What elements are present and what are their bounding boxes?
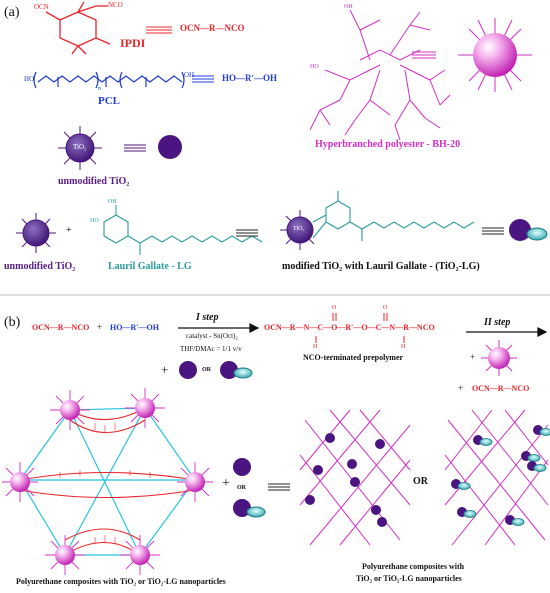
panel-a-label: (a) (4, 5, 20, 20)
modified-tio2-label: modified TiO₂ with Lauril Gallate - (TiO… (282, 261, 480, 272)
ipdi-name: IPDI (120, 36, 146, 50)
composite-caption-1: Polyurethane composites with (362, 562, 465, 571)
tio2-core-label: TiO₂ (73, 143, 87, 151)
lg-ho: HO (90, 218, 99, 224)
network-node (135, 398, 155, 418)
step2-label: II step (484, 317, 511, 328)
network-node (130, 545, 150, 565)
composite-grid-tio2 (299, 409, 411, 546)
plus-particles (233, 458, 266, 518)
step1-tio2-icon (179, 361, 197, 379)
pcl-formula: HO—Rʹ—OH (222, 73, 278, 83)
ipdi-nco-top: OCN (34, 3, 49, 11)
panel-b-label: (b) (4, 315, 21, 330)
row4-plus: + (66, 225, 72, 236)
modified-tio2-lg-particle-icon (509, 219, 548, 241)
pcl-name: PCL (98, 95, 120, 107)
hbp-ho-label: HO (310, 64, 319, 70)
step2-plus-2: + (458, 383, 464, 393)
step1-catalyst: catalyst - Sn(Oct)₂ (186, 332, 238, 340)
composite-caption-2: TiO₂ or TiO₂-LG nanoparticles (356, 574, 462, 583)
pcl-ho: HO (24, 75, 35, 83)
unmodified-tio2-label: unmodified TiO₂ (58, 176, 130, 187)
step2-arrow (466, 327, 548, 337)
plus-1: + (97, 322, 103, 332)
step1-arrow (178, 323, 260, 333)
ipdi-formula: OCN—R—NCO (180, 23, 245, 33)
step2-ncor: OCN—R—NCO (472, 384, 530, 393)
step1-solvent: THF/DMAc = 1/1 v/v (180, 345, 242, 353)
mod-tio2-core-label: TiO₂ (293, 226, 305, 232)
step1-or: OR (202, 367, 211, 373)
hyperbranched-polyester-structure (309, 9, 451, 141)
prepolymer-o1: O (332, 305, 337, 311)
network-node (10, 472, 30, 492)
prepolymer-formula: OCN—R—N—C—O—Rʹ—O—C—N—R—NCO (264, 323, 435, 332)
composites-or: OR (413, 476, 428, 487)
hbp-oh-label: OH (344, 4, 353, 10)
pcl-structure (33, 71, 185, 89)
prepolymer-h1: H (313, 344, 318, 350)
pcl-n: n (98, 86, 101, 92)
pcl-oh: OH (184, 71, 195, 79)
lauril-gallate-label: Lauril Gallate - LG (108, 261, 192, 272)
step1-label: I step (196, 312, 219, 323)
modified-tio2-structure (280, 210, 315, 250)
diol-formula: HO—Rʹ—OH (110, 323, 159, 332)
diisocyanate-formula: OCN—R—NCO (32, 323, 90, 332)
composite-grid-tio2-lg (444, 409, 550, 546)
network-caption: Polyurethane composites with TiO₂ or TiO… (16, 577, 226, 586)
lauril-gallate-structure (103, 214, 263, 255)
network-or-small: OR (237, 485, 246, 491)
ipdi-structure (45, 1, 111, 55)
step1-tio2-lg-icon (220, 361, 253, 379)
step2-plus-1: + (470, 352, 476, 362)
prepolymer-h2: H (401, 344, 406, 350)
pu-network-scheme (2, 388, 213, 575)
tio2-oh-structure-2 (16, 213, 56, 253)
lg-oh: OH (108, 199, 117, 205)
step2-hbp-sphere-icon (481, 340, 517, 376)
network-node (60, 400, 80, 420)
prepolymer-o2: O (383, 305, 388, 311)
ipdi-nco-right: NCO (108, 1, 123, 9)
prepolymer-name: NCO-terminated prepolymer (303, 353, 404, 362)
unmodified-tio2-label-2: unmodified TiO₂ (4, 261, 76, 272)
hbp-nanosphere-icon (458, 18, 532, 92)
network-node (185, 472, 205, 492)
tio2-oh-structure (58, 126, 102, 170)
network-plus: + (222, 476, 230, 491)
step1-plus: + (161, 362, 169, 377)
network-node (55, 545, 75, 565)
hbp-name: Hyperbranched polyester - BH-20 (315, 139, 461, 150)
plain-tio2-particle-icon (158, 135, 182, 159)
